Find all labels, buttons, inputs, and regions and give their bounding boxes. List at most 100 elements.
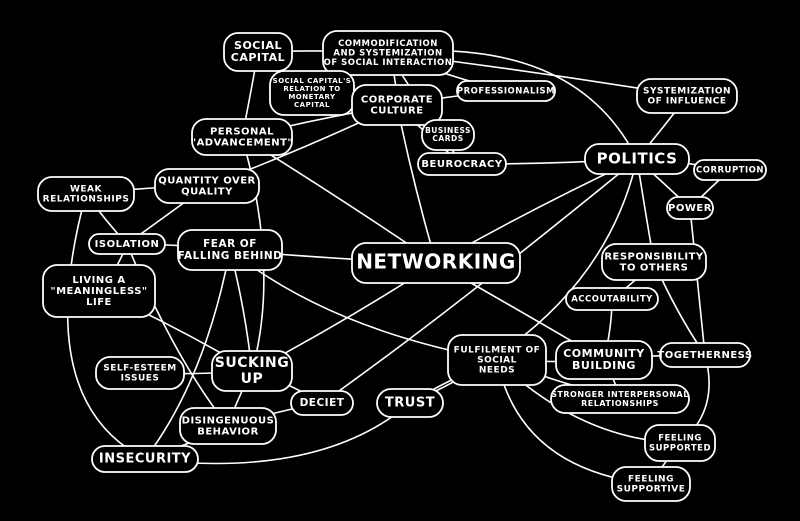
node-power: POWER <box>666 196 714 220</box>
node-professionalism: PROFESSIONALISM <box>456 80 556 102</box>
node-label-stronger-relationships-line-1: RELATIONSHIPS <box>581 399 659 408</box>
node-label-systemization-of-influence-line-1: OF INFLUENCE <box>647 97 726 107</box>
node-meaningless-life: LIVING A"MEANINGLESS"LIFE <box>42 264 156 318</box>
node-label-business-cards-line-1: CARDS <box>432 134 463 143</box>
node-box-fulfilment <box>447 334 547 386</box>
node-label-meaningless-life-line-0: LIVING A <box>72 275 125 286</box>
node-box-weak-relationships <box>37 176 135 212</box>
node-label-social-capital-line-0: SOCIAL <box>234 39 282 52</box>
edge-power-to-togetherness <box>689 207 706 356</box>
node-label-feeling-supported-line-0: FEELING <box>658 434 702 444</box>
node-label-stronger-relationships-line-0: STRONGER INTERPERSONAL <box>551 390 689 399</box>
node-box-insecurity <box>91 445 199 473</box>
node-label-commodification-line-2: OF SOCIAL INTERACTION <box>324 58 453 68</box>
node-label-social-capital-relation-line-0: SOCIAL CAPITAL'S <box>273 77 352 85</box>
node-label-personal-advancement-line-1: "ADVANCEMENT" <box>191 138 293 149</box>
node-label-isolation-line-0: ISOLATION <box>95 239 160 250</box>
edge-deciet-to-politics <box>321 158 638 404</box>
node-label-fear-of-falling-behind-line-1: FALLING BEHIND <box>178 250 283 262</box>
node-box-community-building <box>555 340 653 380</box>
node-box-disingenuous <box>179 407 277 445</box>
node-box-corporate-culture <box>351 84 443 126</box>
node-label-corporate-culture-line-0: CORPORATE <box>361 94 433 105</box>
node-label-togetherness-line-0: TOGETHERNESS <box>657 350 752 361</box>
node-label-disingenuous-line-1: BEHAVIOR <box>197 427 259 438</box>
node-label-sucking-up-line-1: UP <box>241 371 264 387</box>
node-label-trust-line-0: TRUST <box>385 396 435 411</box>
node-deciet: DECIET <box>290 390 354 416</box>
node-insecurity: INSECURITY <box>91 445 199 473</box>
node-beurocracy: BEUROCRACY <box>417 152 507 176</box>
node-label-insecurity-line-0: INSECURITY <box>99 452 191 467</box>
node-box-corruption <box>693 159 767 181</box>
node-label-disingenuous-line-0: DISINGENUOUS <box>182 415 275 426</box>
node-label-social-capital-relation-line-2: MONETARY <box>288 93 336 101</box>
node-label-fulfilment-line-1: SOCIAL <box>477 356 517 366</box>
node-label-personal-advancement-line-0: PERSONAL <box>210 126 274 137</box>
node-box-self-esteem <box>95 356 185 390</box>
node-label-weak-relationships-line-1: RELATIONSHIPS <box>43 195 130 205</box>
node-label-fulfilment-line-0: FULFILMENT OF <box>454 345 541 355</box>
node-label-social-capital-relation-line-1: RELATION TO <box>283 85 340 93</box>
node-box-personal-advancement <box>191 118 293 156</box>
node-box-togetherness <box>659 342 751 368</box>
node-trust: TRUST <box>376 388 444 418</box>
node-box-feeling-supported <box>644 424 716 462</box>
node-label-business-cards-line-0: BUSINESS <box>425 126 471 135</box>
node-label-feeling-supported-line-1: SUPPORTED <box>649 443 711 453</box>
node-box-commodification <box>322 30 454 76</box>
node-label-community-building-line-0: COMMUNITY <box>563 347 645 360</box>
node-label-commodification-line-0: COMMODIFICATION <box>338 39 438 49</box>
node-personal-advancement: PERSONAL"ADVANCEMENT" <box>191 118 293 156</box>
node-box-professionalism <box>456 80 556 102</box>
node-isolation: ISOLATION <box>88 233 166 255</box>
node-label-quantity-over-quality-line-0: QUANTITY OVER <box>158 175 256 186</box>
node-label-responsibility-to-others-line-1: TO OTHERS <box>620 263 689 274</box>
node-label-networking-line-0: NETWORKING <box>356 250 516 274</box>
node-box-systemization-of-influence <box>636 78 738 114</box>
node-box-meaningless-life <box>42 264 156 318</box>
node-label-social-capital-line-1: CAPITAL <box>231 51 285 64</box>
node-box-politics <box>584 143 690 175</box>
node-box-deciet <box>290 390 354 416</box>
node-accountability: ACCOUTABILITY <box>565 287 659 311</box>
edge-fear-of-falling-behind-to-insecurity <box>144 249 231 460</box>
node-label-quantity-over-quality-line-1: QUALITY <box>181 187 233 198</box>
node-label-meaningless-life-line-1: "MEANINGLESS" <box>50 286 147 297</box>
node-label-beurocracy-line-0: BEUROCRACY <box>421 159 502 170</box>
node-label-weak-relationships-line-0: WEAK <box>70 184 103 194</box>
node-label-fulfilment-line-2: NEEDS <box>479 366 515 376</box>
edge-weak-relationships-to-insecurity <box>66 193 146 460</box>
node-networking: NETWORKING <box>351 242 521 284</box>
node-label-community-building-line-1: BUILDING <box>572 359 636 372</box>
node-box-accountability <box>565 287 659 311</box>
node-label-social-capital-relation-line-3: CAPITAL <box>294 101 330 109</box>
node-label-politics-line-0: POLITICS <box>597 150 678 168</box>
node-label-professionalism-line-0: PROFESSIONALISM <box>457 87 555 97</box>
node-label-sucking-up-line-0: SUCKING <box>215 355 290 371</box>
node-box-quantity-over-quality <box>154 168 260 204</box>
node-label-power-line-0: POWER <box>668 203 712 214</box>
node-label-fear-of-falling-behind-line-0: FEAR OF <box>203 238 257 250</box>
node-box-isolation <box>88 233 166 255</box>
node-label-feeling-supportive-line-0: FEELING <box>628 474 674 484</box>
node-label-deciet-line-0: DECIET <box>300 397 345 409</box>
node-politics: POLITICS <box>584 143 690 175</box>
node-box-feeling-supportive <box>611 466 691 502</box>
node-label-commodification-line-1: AND SYSTEMIZATION <box>333 49 442 59</box>
node-box-networking <box>351 242 521 284</box>
